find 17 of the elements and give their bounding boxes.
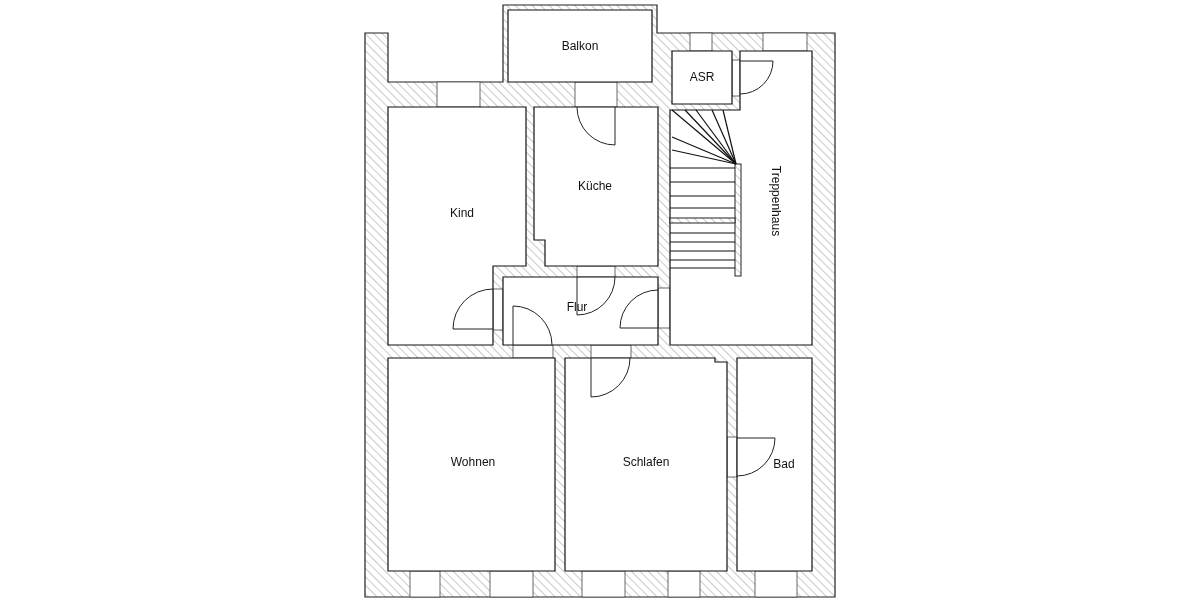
room bbox=[737, 358, 812, 571]
room-label: Flur bbox=[566, 300, 588, 314]
room-label: ASR bbox=[689, 70, 715, 84]
room-label: Balkon bbox=[561, 39, 599, 53]
room bbox=[388, 358, 555, 571]
room-label: Bad bbox=[773, 457, 795, 471]
room-label: Schlafen bbox=[622, 455, 670, 469]
room bbox=[503, 277, 658, 345]
room bbox=[565, 358, 727, 571]
room-label: Kind bbox=[450, 206, 474, 220]
room-label: Treppenhaus bbox=[769, 165, 783, 237]
room bbox=[388, 107, 526, 345]
room-label: Küche bbox=[578, 179, 612, 193]
room-label: Wohnen bbox=[450, 455, 496, 469]
room bbox=[534, 107, 658, 266]
room bbox=[672, 51, 732, 104]
room bbox=[508, 10, 652, 82]
